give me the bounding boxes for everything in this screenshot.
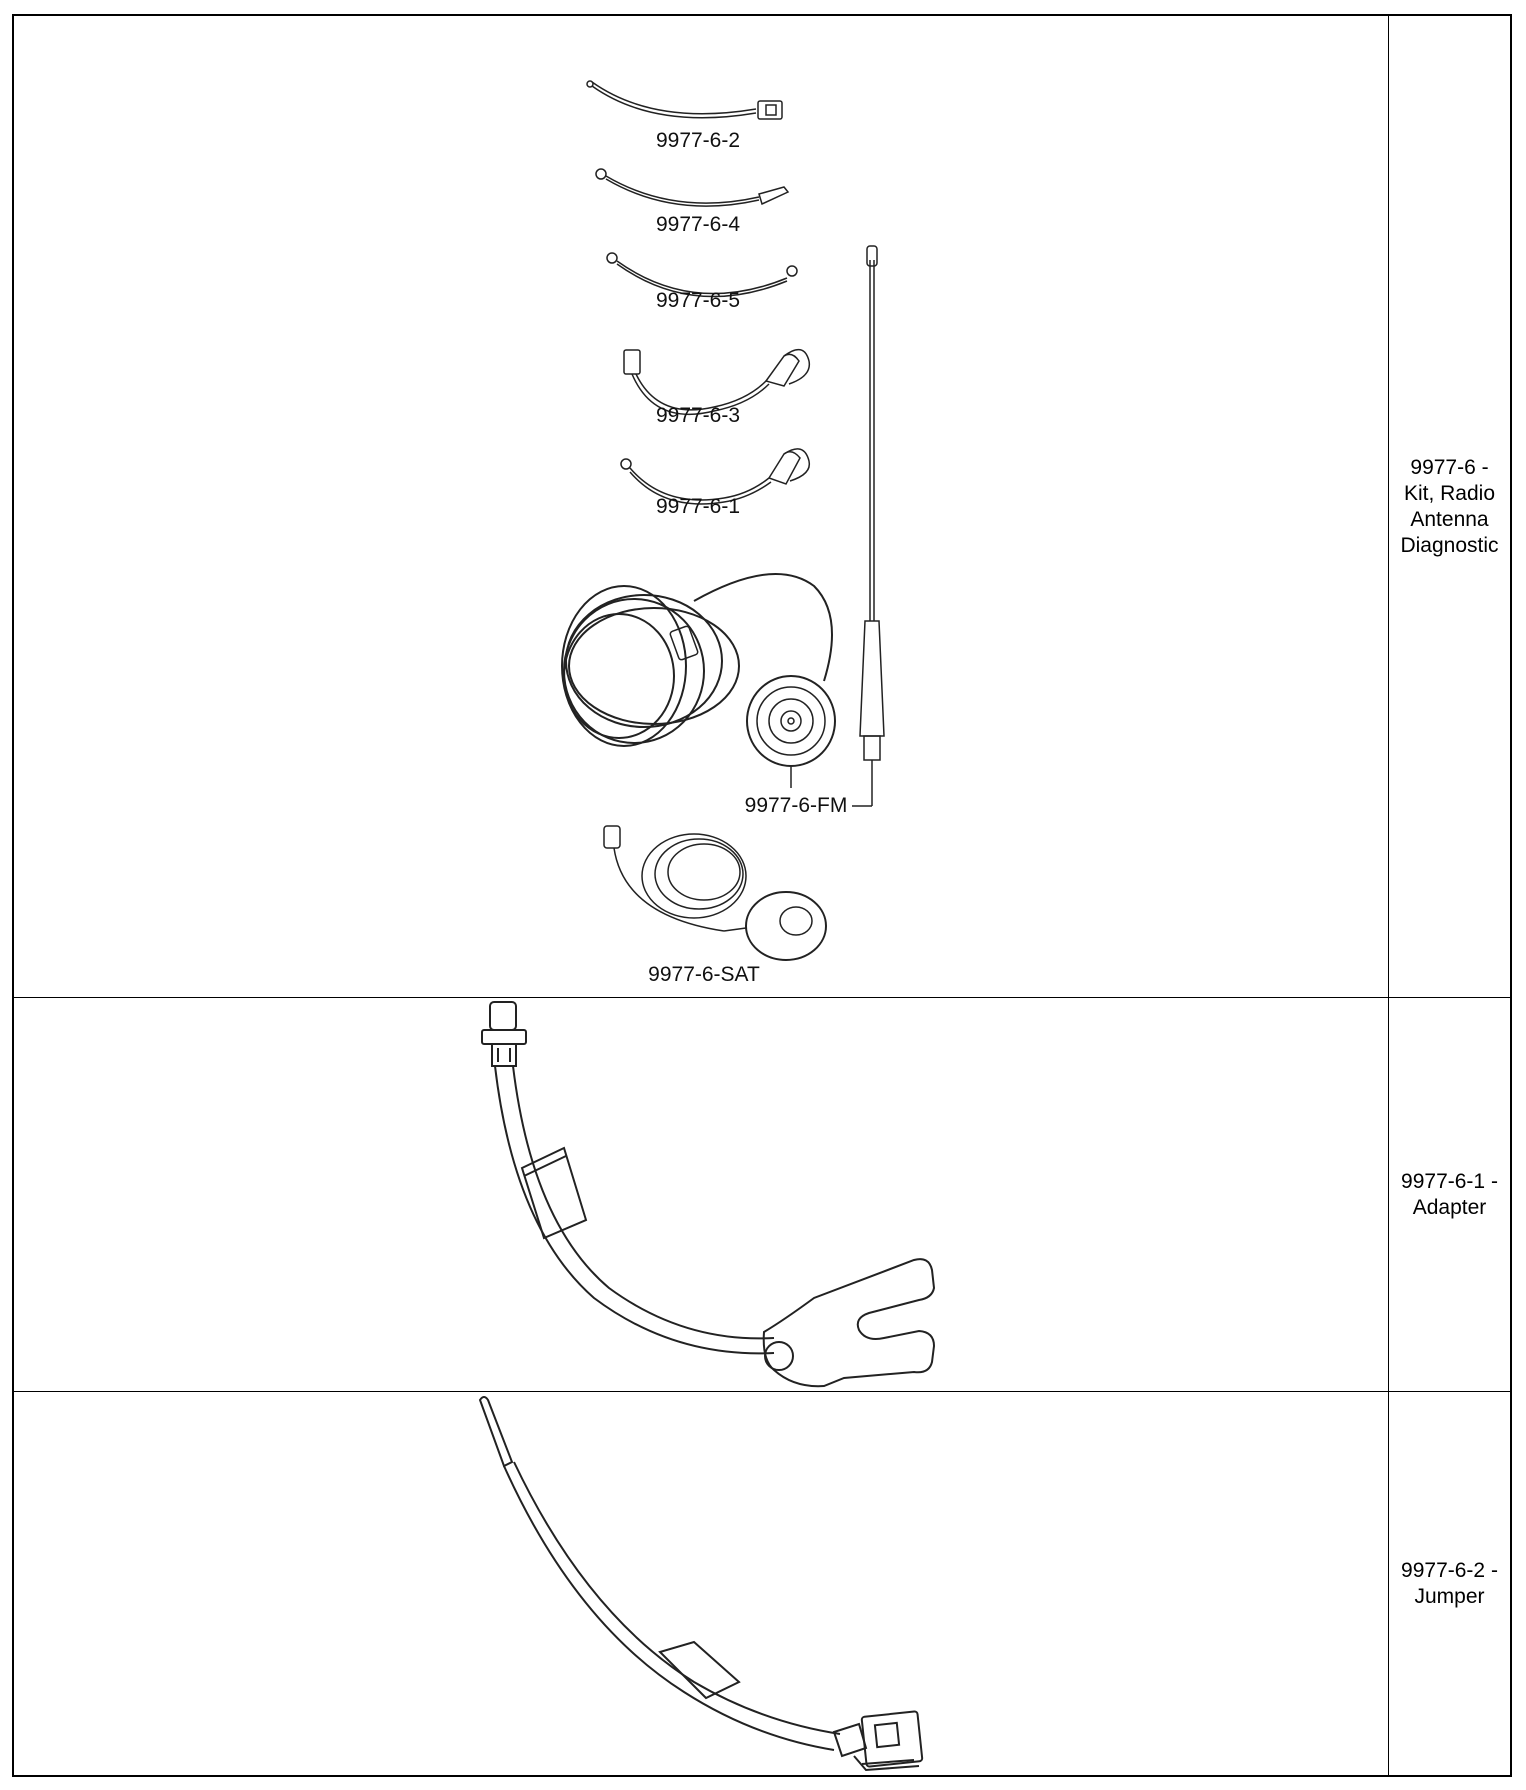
sat-antenna-drawing — [603, 825, 827, 961]
table-row-adapter: 9977-6-1 - Adapter — [14, 997, 1510, 1391]
label-9977-6-fm: 9977-6-FM — [745, 794, 848, 817]
adapter-9977-6-3-drawing — [623, 348, 811, 415]
part-number: 9977-6 - — [1410, 455, 1489, 479]
description-line: Jumper — [1414, 1584, 1485, 1608]
label-9977-6-5: 9977-6-5 — [656, 289, 740, 312]
label-9977-6-2: 9977-6-2 — [656, 129, 740, 152]
table-row-kit: 9977-6-2 9977-6-4 9977-6-5 — [14, 16, 1510, 997]
adapter-9977-6-1-drawing — [620, 448, 811, 505]
kit-description: 9977-6 - Kit, Radio Antenna Diagnostic — [1389, 16, 1510, 997]
description-line: Antenna — [1410, 507, 1489, 531]
description-line: Kit, Radio — [1403, 481, 1496, 505]
description-line: Adapter — [1412, 1195, 1487, 1219]
adapter-description: 9977-6-1 - Adapter — [1389, 998, 1510, 1391]
part-number: 9977-6-1 - — [1401, 1169, 1498, 1193]
label-9977-6-4: 9977-6-4 — [656, 213, 740, 236]
kit-illustration-cell: 9977-6-2 9977-6-4 9977-6-5 — [14, 16, 1389, 997]
jumper-illustration — [478, 1396, 924, 1772]
fm-antenna-drawing — [561, 245, 885, 807]
part-number: 9977-6-2 - — [1401, 1558, 1498, 1582]
description-line: Diagnostic — [1400, 533, 1499, 557]
parts-table: 9977-6-2 9977-6-4 9977-6-5 — [12, 14, 1512, 1777]
adapter-illustration — [481, 1001, 936, 1388]
jumper-illustration-cell — [14, 1392, 1389, 1775]
label-9977-6-3: 9977-6-3 — [656, 404, 740, 427]
label-9977-6-sat: 9977-6-SAT — [648, 963, 760, 986]
kit-illustration: 9977-6-2 9977-6-4 9977-6-5 — [561, 80, 885, 986]
table-row-jumper: 9977-6-2 - Jumper — [14, 1391, 1510, 1775]
jumper-9977-6-5-drawing — [606, 252, 798, 298]
label-9977-6-1: 9977-6-1 — [656, 495, 740, 518]
jumper-9977-6-4-drawing — [595, 168, 790, 207]
adapter-illustration-cell — [14, 998, 1389, 1391]
jumper-9977-6-2-drawing — [586, 80, 783, 120]
jumper-description: 9977-6-2 - Jumper — [1389, 1392, 1510, 1775]
